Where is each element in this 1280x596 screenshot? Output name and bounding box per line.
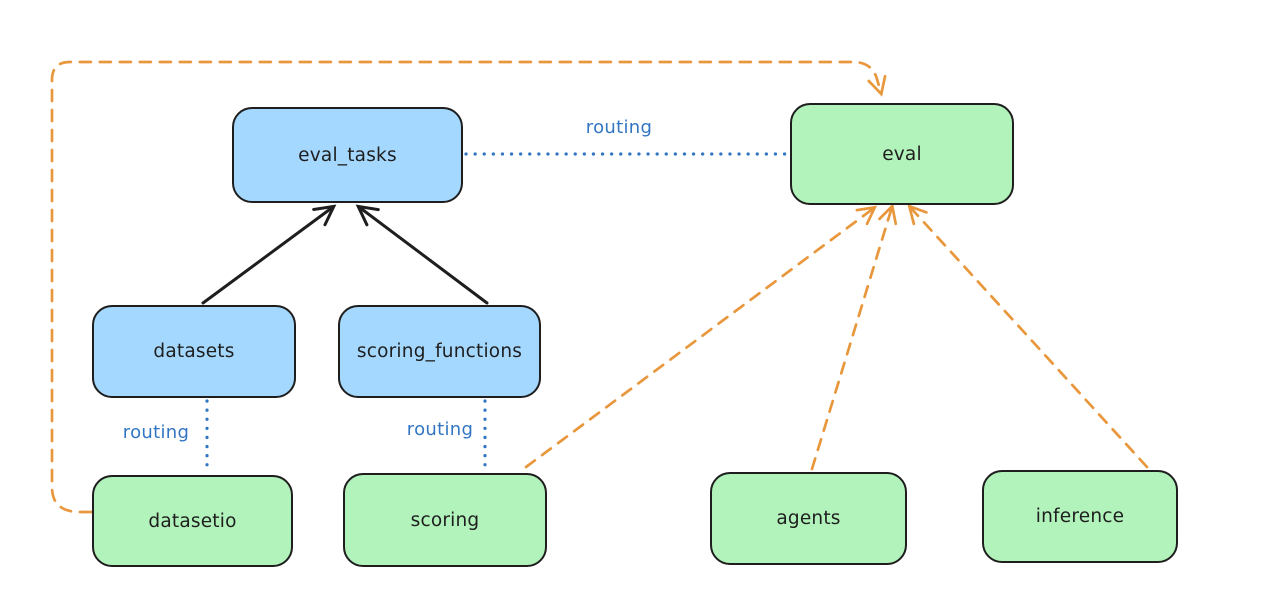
node-inference-label: inference bbox=[1035, 506, 1125, 527]
edge-scoring-to-eval bbox=[524, 205, 878, 469]
edge-label-scoring-functions-scoring: routing bbox=[406, 419, 474, 440]
edge-label-eval-tasks-eval: routing bbox=[585, 117, 653, 138]
node-datasetio-label: datasetio bbox=[148, 510, 237, 532]
node-eval-tasks: eval_tasks bbox=[232, 107, 463, 203]
node-inference: inference bbox=[982, 470, 1178, 563]
edge-datasetio-to-eval bbox=[50, 60, 887, 514]
node-datasetio: datasetio bbox=[92, 475, 293, 567]
node-scoring: scoring bbox=[343, 473, 547, 567]
node-scoring-label: scoring bbox=[410, 509, 480, 531]
node-scoring-functions: scoring_functions bbox=[338, 305, 541, 398]
node-scoring-functions-label: scoring_functions bbox=[356, 341, 523, 362]
node-datasets: datasets bbox=[92, 305, 296, 398]
edge-label-datasets-datasetio: routing bbox=[122, 422, 190, 443]
node-agents-label: agents bbox=[776, 508, 841, 529]
edge-scoring-functions-to-eval-tasks bbox=[355, 204, 489, 305]
edge-datasets-to-eval-tasks bbox=[201, 204, 337, 305]
node-datasets-label: datasets bbox=[153, 341, 235, 362]
edge-inference-to-eval bbox=[907, 204, 1149, 469]
edge-agents-to-eval bbox=[810, 203, 898, 471]
node-eval-label: eval bbox=[882, 143, 922, 165]
node-eval: eval bbox=[790, 103, 1014, 205]
node-agents: agents bbox=[710, 472, 907, 565]
node-eval-tasks-label: eval_tasks bbox=[298, 144, 397, 166]
